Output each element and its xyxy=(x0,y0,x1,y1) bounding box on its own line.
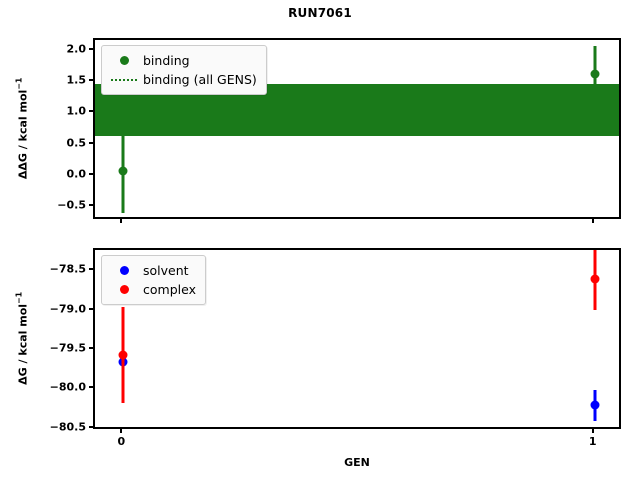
y-tick-label: −79.5 xyxy=(49,341,86,355)
data-point-marker xyxy=(590,274,600,284)
y-tick-label: −78.5 xyxy=(49,262,86,276)
legend-dotted-line-icon xyxy=(111,78,137,81)
legend-entry[interactable]: binding xyxy=(109,51,257,70)
legend-label: binding (all GENS) xyxy=(143,72,257,87)
y-axis-label-exponent: −1 xyxy=(14,291,24,304)
y-tick-label: 2.0 xyxy=(66,42,87,56)
x-tick-label: 1 xyxy=(588,435,597,448)
y-axis-label-units: G / kcal mol xyxy=(16,89,30,162)
y-tick-label: 0.5 xyxy=(66,136,87,150)
data-point-marker xyxy=(118,350,128,360)
page-title: RUN7061 xyxy=(288,6,352,20)
y-tick-label: 1.0 xyxy=(66,104,87,118)
y-tick-mark xyxy=(89,425,93,428)
legend-circle-marker-icon xyxy=(119,266,129,275)
x-tick-mark xyxy=(591,429,594,433)
data-point-marker xyxy=(118,166,128,176)
legend-key-circle xyxy=(109,56,139,65)
y-tick-mark xyxy=(89,78,93,81)
top-legend: binding binding (all GENS) xyxy=(101,45,267,95)
y-tick-mark xyxy=(89,346,93,349)
legend-key-circle xyxy=(109,266,139,275)
binding-all-gens-mean-line xyxy=(95,110,619,112)
data-point-marker xyxy=(590,400,600,410)
y-tick-mark xyxy=(89,204,93,207)
legend-entry[interactable]: complex xyxy=(109,280,196,299)
x-tick-mark-top-panel xyxy=(120,219,123,223)
x-tick-mark xyxy=(120,429,123,433)
y-tick-mark xyxy=(89,141,93,144)
y-tick-mark xyxy=(89,172,93,175)
y-axis-label-exponent: −1 xyxy=(14,77,24,90)
y-tick-label: −80.0 xyxy=(49,380,86,394)
legend-entry[interactable]: binding (all GENS) xyxy=(109,70,257,89)
legend-label: solvent xyxy=(143,263,189,278)
y-tick-mark xyxy=(89,386,93,389)
top-y-axis-label: ΔΔG / kcal mol−1 xyxy=(15,63,30,193)
x-tick-mark-top-panel xyxy=(591,219,594,223)
legend-label: binding xyxy=(143,53,190,68)
legend-entry[interactable]: solvent xyxy=(109,261,196,280)
y-tick-label: −79.0 xyxy=(49,302,86,316)
y-tick-label: −0.5 xyxy=(57,198,86,212)
y-tick-mark xyxy=(89,110,93,113)
y-tick-label: 1.5 xyxy=(66,73,87,87)
y-axis-label-delta: ΔΔ xyxy=(16,161,30,179)
legend-circle-marker-icon xyxy=(119,56,129,65)
legend-label: complex xyxy=(143,282,196,297)
bottom-plot-area xyxy=(95,250,619,427)
y-tick-mark xyxy=(89,268,93,271)
legend-key-circle xyxy=(109,285,139,294)
x-axis-label: GEN xyxy=(344,456,370,469)
y-axis-label-units: G / kcal mol xyxy=(16,303,30,376)
data-point-marker xyxy=(590,69,600,79)
legend-circle-marker-icon xyxy=(119,285,129,294)
x-tick-label: 0 xyxy=(117,435,126,448)
y-tick-mark xyxy=(89,307,93,310)
bottom-y-axis-label: ΔG / kcal mol−1 xyxy=(15,273,30,403)
y-axis-label-delta: Δ xyxy=(16,375,30,385)
y-tick-mark xyxy=(89,47,93,50)
y-tick-label: 0.0 xyxy=(66,167,87,181)
bottom-legend: solvent complex xyxy=(101,255,206,305)
legend-key-dotted-line xyxy=(109,78,139,81)
y-tick-label: −80.5 xyxy=(49,420,86,434)
